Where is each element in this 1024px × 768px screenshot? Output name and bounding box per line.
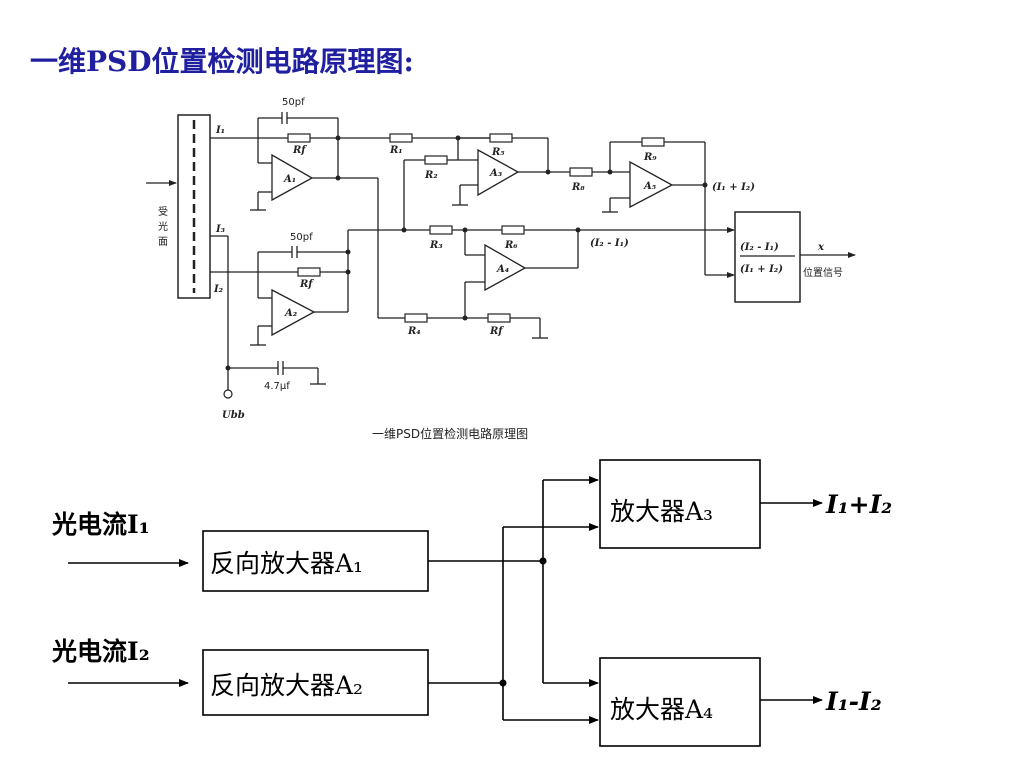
label-a5: A₅	[643, 181, 657, 192]
page-title: 一维PSD位置检测电路原理图:	[30, 45, 414, 78]
box-amp-a4	[599, 657, 761, 747]
label-r6: R₆	[504, 240, 518, 251]
label-r5: R₅	[491, 147, 505, 158]
label-a1: A₁	[283, 174, 296, 185]
label-i3: I₃	[215, 224, 226, 235]
input-label-i2: 光电流I₂	[51, 637, 150, 666]
label-rf3: Rf	[489, 326, 504, 337]
resistor-r3	[429, 225, 453, 235]
label-a3: A₃	[489, 168, 503, 179]
box-inverting-amp-a1	[202, 530, 429, 592]
box-a4-label: 放大器A₄	[610, 695, 713, 724]
label-i2: I₂	[213, 284, 224, 295]
label-ubias: Ubb	[222, 410, 245, 421]
box-a3-label: 放大器A₃	[610, 497, 713, 526]
resistor-r1	[389, 133, 413, 143]
divider-block	[734, 211, 801, 303]
resistor-r6	[501, 225, 525, 235]
input-label-i1: 光电流I₁	[51, 510, 150, 539]
resistor-rf2	[297, 267, 321, 277]
sensor-label-1: 受	[158, 206, 168, 218]
resistor-r9	[641, 137, 665, 147]
block-diagram: 光电流I₁ 光电流I₂ 反向放大器A₁ 反向放大器A₂ 放大器A₃ 放大器A₄ …	[51, 459, 892, 747]
opamp-a1	[271, 153, 314, 202]
label-diff-out: (I₂ - I₁)	[590, 238, 629, 249]
resistor-rf1	[287, 133, 311, 143]
label-r8: R₈	[571, 182, 585, 193]
label-r1: R₁	[389, 145, 403, 156]
label-r9: R₉	[643, 152, 657, 163]
label-r2: R₂	[424, 170, 438, 181]
label-r4: R₄	[407, 326, 421, 337]
output-label-diff: I₁-I₂	[825, 687, 882, 716]
cap1-label: 50pf	[282, 97, 305, 108]
label-rf1: Rf	[292, 145, 307, 156]
resistor-rf3	[487, 313, 511, 323]
circuit-schematic: 受 光 面 I₁ 50pf Rf A₁ R₁	[146, 97, 856, 441]
resistor-r5	[489, 133, 513, 143]
resistor-r2	[424, 155, 448, 165]
opamp-a3	[477, 148, 520, 197]
bias-terminal	[223, 389, 233, 399]
label-x: x	[817, 242, 825, 253]
output-label-sum: I₁+I₂	[825, 490, 892, 519]
label-r3: R₃	[429, 240, 443, 251]
label-position-signal: 位置信号	[803, 266, 843, 279]
label-a2: A₂	[284, 308, 298, 319]
circuit-caption: 一维PSD位置检测电路原理图	[372, 426, 528, 441]
ratio-denominator: (I₁ + I₂)	[740, 264, 783, 275]
label-a4: A₄	[496, 264, 509, 275]
label-i1: I₁	[215, 125, 225, 136]
opamp-a4	[484, 243, 527, 292]
cap2-label: 50pf	[290, 232, 313, 243]
cap3-label: 4.7μf	[264, 381, 290, 392]
box-a2-label: 反向放大器A₂	[210, 671, 363, 700]
resistor-r4	[404, 313, 428, 323]
box-amp-a3	[599, 459, 761, 549]
opamp-a5	[629, 160, 674, 209]
resistor-r8	[569, 167, 593, 177]
opamp-a2	[271, 288, 316, 337]
ratio-numerator: (I₂ - I₁)	[740, 242, 779, 253]
label-rf2: Rf	[299, 279, 314, 290]
box-a1-label: 反向放大器A₁	[210, 549, 363, 578]
label-sum-out: (I₁ + I₂)	[712, 182, 755, 193]
sensor-label-2: 光	[158, 220, 168, 233]
sensor-label-3: 面	[158, 237, 168, 248]
box-inverting-amp-a2	[202, 649, 429, 716]
